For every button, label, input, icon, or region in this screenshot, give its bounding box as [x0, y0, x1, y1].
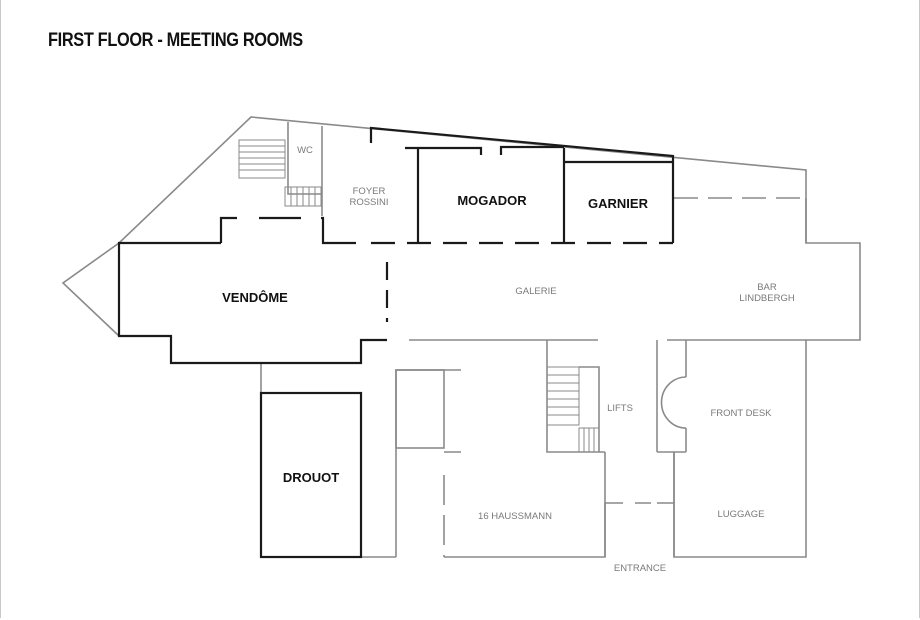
room-label-mogador: MOGADOR	[457, 193, 527, 208]
staircase-foyer	[284, 186, 322, 207]
room-label-foyer-line2: ROSSINI	[349, 197, 388, 208]
room-label-drouot: DROUOT	[283, 470, 339, 485]
staircase-lifts	[546, 366, 600, 453]
entrance-label: ENTRANCE	[614, 563, 666, 574]
room-label-haussmann: 16 HAUSSMANN	[478, 511, 552, 522]
room-label-luggage: LUGGAGE	[718, 509, 765, 520]
building-outline	[61, 116, 861, 558]
room-label-foyer-line1: FOYER	[353, 186, 386, 197]
room-label-front-desk: FRONT DESK	[710, 408, 772, 419]
room-vendome-walls	[117, 216, 389, 365]
room-label-garnier: GARNIER	[588, 196, 649, 211]
room-label-bar-line1: BAR	[757, 282, 777, 293]
room-label-lifts: LIFTS	[607, 403, 633, 414]
room-foyer-mogador-garnier-walls	[369, 126, 675, 245]
staircase-north	[238, 139, 286, 179]
room-label-galerie: GALERIE	[515, 286, 556, 297]
room-drouot-walls	[259, 391, 363, 559]
room-label-wc: WC	[297, 145, 313, 156]
room-label-vendome: VENDÔME	[222, 290, 288, 305]
page-title: FIRST FLOOR - MEETING ROOMS	[48, 30, 303, 51]
room-label-bar-line2: LINDBERGH	[739, 293, 795, 304]
